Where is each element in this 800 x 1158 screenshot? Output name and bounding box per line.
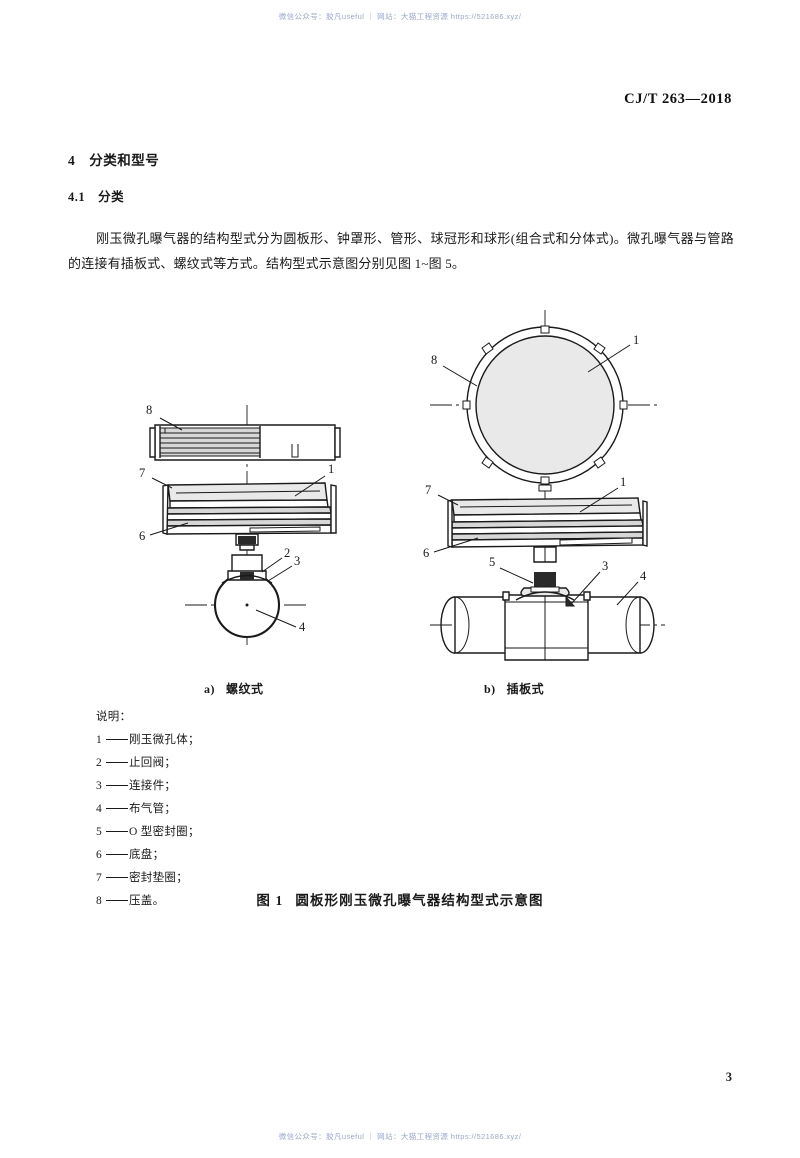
page-number: 3 [725, 1070, 732, 1084]
legend-item-number: 6 [96, 849, 103, 861]
legend-item: 1 刚玉微孔体； [96, 729, 200, 752]
subsection-heading-title: 分类 [98, 190, 125, 204]
subcaption-a-text: 螺纹式 [226, 682, 264, 696]
callout-label-3: 3 [294, 554, 300, 568]
legend-dash [106, 877, 128, 878]
legend-item-number: 2 [96, 757, 103, 769]
watermark-top: 微信公众号：胶凡useful ｜ 网站：大猫工程资源 https://52168… [278, 12, 522, 21]
legend-dash [106, 785, 128, 786]
subcaption-b: b) 插板式 [484, 680, 544, 697]
callout-6-right: 6 [423, 537, 479, 560]
callout-label-8-plan: 8 [431, 353, 437, 367]
figure-title: 图 1 圆板形刚玉微孔曝气器结构型式示意图 [0, 889, 800, 909]
callout-label-3-right: 3 [602, 559, 608, 573]
callout-label-6: 6 [139, 529, 145, 543]
legend-item: 3 连接件； [96, 775, 200, 798]
callout-3-right: 3 [571, 559, 608, 604]
callout-label-6-right: 6 [423, 546, 429, 560]
legend-item: 6 底盘； [96, 844, 200, 867]
diagram-threaded-type: 8 [139, 403, 341, 645]
legend-item: 4 布气管； [96, 798, 200, 821]
callout-7-left: 7 [139, 466, 173, 489]
part-pipe-section [185, 554, 310, 639]
subcaption-b-text: 插板式 [506, 682, 545, 696]
callout-7-right: 7 [425, 483, 459, 506]
callout-8-right-plan: 8 [431, 353, 478, 387]
callout-1-right-plan: 1 [587, 333, 639, 373]
part-disc-assembly-right [447, 497, 648, 563]
callout-label-7: 7 [139, 466, 145, 480]
section-heading-title: 分类和型号 [89, 153, 160, 168]
figure-legend: 说明： 1 刚玉微孔体； 2 止回阀； 3 连接件； 4 布气管； 5 O 型密封圈； 6… [96, 706, 200, 913]
watermark-bottom: 微信公众号：胶凡useful ｜ 网站：大猫工程资源 https://52168… [278, 1132, 522, 1141]
legend-dash [106, 762, 128, 763]
part-disc-assembly [162, 482, 337, 551]
legend-item-number: 7 [96, 872, 103, 884]
legend-item-number: 5 [96, 826, 103, 838]
legend-item-number: 8 [96, 895, 103, 907]
callout-label-5-right: 5 [489, 555, 495, 569]
legend-item: 2 止回阀； [96, 752, 200, 775]
legend-item-text: O 型密封圈； [129, 826, 200, 838]
figure-1-drawing: 8 [0, 300, 800, 700]
paragraph-text: 刚玉微孔曝气器的结构型式分为圆板形、钟罩形、管形、球冠形和球形(组合式和分体式)… [68, 231, 734, 271]
callout-label-1: 1 [328, 462, 334, 476]
callout-label-7-right: 7 [425, 483, 431, 497]
legend-item-text: 布气管； [129, 803, 177, 815]
legend-item-text: 底盘； [129, 849, 165, 861]
subcaption-b-label: b) [484, 682, 496, 696]
body-paragraph: 刚玉微孔曝气器的结构型式分为圆板形、钟罩形、管形、球冠形和球形(组合式和分体式)… [68, 226, 734, 276]
callout-4-left: 4 [255, 609, 306, 634]
callout-label-8: 8 [146, 403, 152, 417]
callout-label-1-plan: 1 [633, 333, 639, 347]
legend-dash [106, 900, 128, 901]
legend-item: 5 O 型密封圈； [96, 821, 200, 844]
subcaption-a: a) 螺纹式 [204, 680, 264, 697]
legend-item-text: 压盖。 [129, 895, 165, 907]
legend-dash [106, 831, 128, 832]
callout-5-right: 5 [489, 555, 534, 584]
figure-1-svg: 8 [139, 310, 665, 661]
legend-item-number: 1 [96, 734, 103, 746]
legend-item: 7 密封垫圈； [96, 867, 200, 890]
callout-2-left: 2 [261, 546, 290, 573]
legend-dash [106, 808, 128, 809]
section-heading-number: 4 [68, 153, 76, 168]
subcaption-a-label: a) [204, 682, 215, 696]
figure-title-number: 图 1 [256, 893, 284, 908]
callout-4-right: 4 [616, 569, 647, 606]
legend-title: 说明： [96, 711, 132, 723]
section-heading: 4 分类和型号 [68, 149, 159, 169]
callout-1-right-section: 1 [579, 475, 626, 513]
legend-dash [106, 854, 128, 855]
callout-3-left: 3 [267, 554, 300, 582]
callout-6-left: 6 [139, 522, 189, 543]
callout-8-left: 8 [146, 403, 183, 431]
callout-label-1-right: 1 [620, 475, 626, 489]
diagram-plugboard-type: 1 8 [423, 310, 665, 661]
legend-item-number: 4 [96, 803, 103, 815]
figure-title-text: 圆板形刚玉微孔曝气器结构型式示意图 [295, 893, 544, 908]
ring-tabs [462, 325, 628, 485]
callout-label-4-right: 4 [640, 569, 647, 583]
legend-item-text: 刚玉微孔体； [129, 734, 200, 746]
subsection-heading: 4.1 分类 [68, 186, 124, 205]
callout-1-left: 1 [294, 462, 334, 497]
legend-item-text: 止回阀； [129, 757, 177, 769]
callout-label-4: 4 [299, 620, 306, 634]
legend-dash [106, 739, 128, 740]
legend-item: 8 压盖。 [96, 890, 200, 913]
subsection-heading-number: 4.1 [68, 190, 86, 204]
legend-item-text: 连接件； [129, 780, 177, 792]
part-pipe-horizontal [430, 572, 665, 661]
standard-number-header: CJ/T 263—2018 [624, 91, 732, 107]
legend-item-text: 密封垫圈； [129, 872, 188, 884]
part-cap [149, 424, 341, 461]
legend-item-number: 3 [96, 780, 103, 792]
callout-label-2: 2 [284, 546, 290, 560]
